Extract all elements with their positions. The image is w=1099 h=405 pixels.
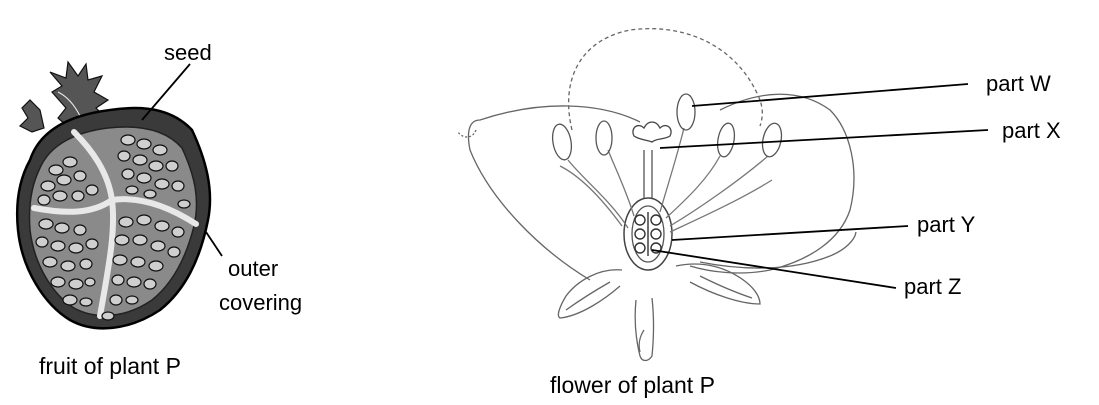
left-petal — [468, 106, 640, 280]
outer-label: outer — [228, 258, 278, 280]
anthers — [550, 94, 784, 161]
covering-label: covering — [219, 292, 302, 314]
outer-covering-leader-line — [206, 232, 222, 256]
right-petal — [690, 94, 854, 273]
back-petal — [569, 29, 763, 130]
part-y-leader-line — [672, 226, 908, 240]
part-x-label: part X — [1002, 120, 1061, 142]
part-x-leader-line — [660, 130, 988, 148]
fruit-caption: fruit of plant P — [39, 355, 181, 378]
flower-stalk — [635, 298, 653, 361]
part-w-label: part W — [986, 73, 1051, 95]
part-y-label: part Y — [917, 214, 975, 236]
ovules — [635, 212, 661, 256]
part-z-leader-line — [652, 250, 896, 288]
flower-illustration — [458, 29, 988, 361]
part-z-label: part Z — [904, 276, 961, 298]
fruit-illustration — [17, 62, 222, 328]
style — [644, 150, 652, 198]
flower-caption: flower of plant P — [550, 374, 715, 397]
stigma — [633, 122, 671, 142]
seed-label: seed — [164, 42, 212, 64]
seed-leader-line — [142, 64, 190, 120]
part-w-leader-line — [692, 84, 968, 106]
